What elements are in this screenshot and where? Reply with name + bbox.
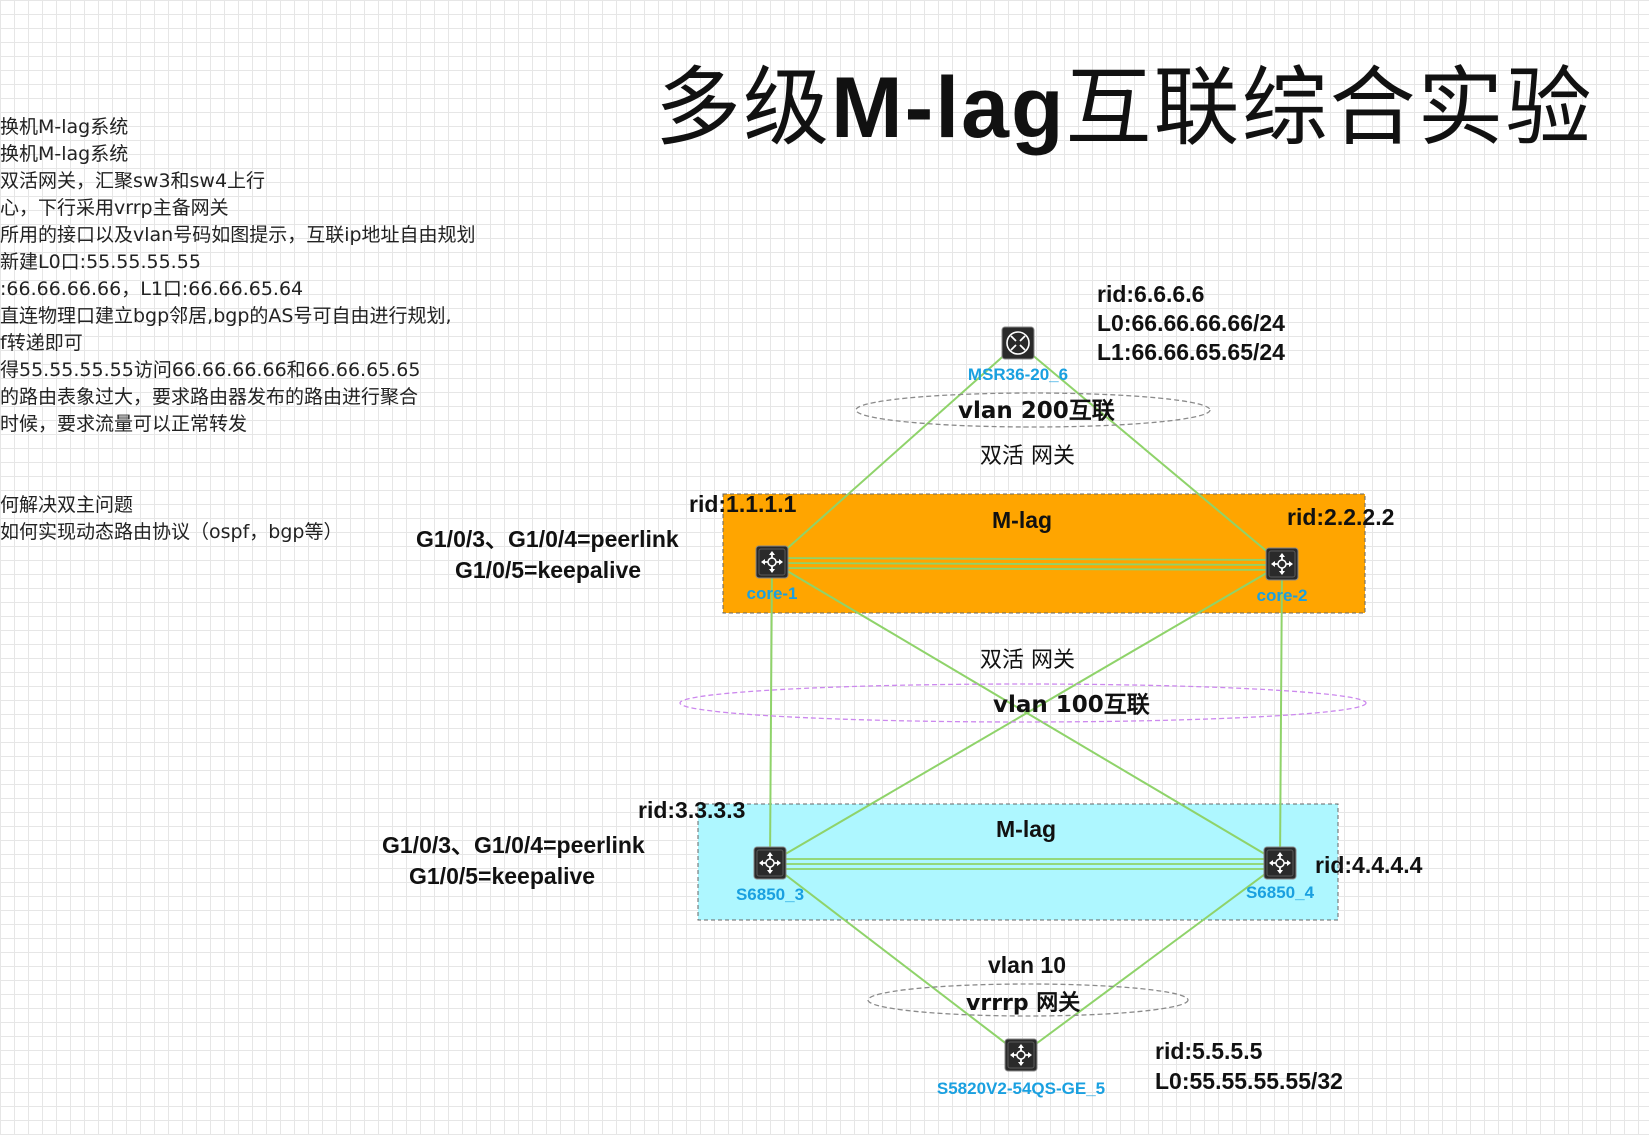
link-s4-s5 bbox=[1020, 862, 1281, 1056]
dual-gateway-top: 双活 网关 bbox=[980, 444, 1075, 469]
s5-rid: rid:5.5.5.5 bbox=[1155, 1038, 1263, 1064]
core2-rid: rid:2.2.2.2 bbox=[1287, 504, 1394, 530]
note-line: 何解决双主问题 bbox=[0, 494, 134, 516]
note-line: 直连物理口建立bgp邻居,bgp的AS号可自由进行规划, bbox=[0, 305, 452, 327]
vlan200-ellipse bbox=[855, 392, 1211, 428]
vlan10-label: vlan 10 bbox=[988, 952, 1066, 978]
note-line: 换机M-lag系统 bbox=[0, 143, 129, 165]
note-line: 如何实现动态路由协议（ospf，bgp等） bbox=[0, 521, 343, 543]
switch-icon[interactable] bbox=[753, 846, 787, 880]
note-line: 的路由表象过大，要求路由器发布的路由进行聚合 bbox=[0, 386, 419, 408]
switch-icon[interactable] bbox=[1263, 846, 1297, 880]
switch-icon[interactable] bbox=[1004, 1038, 1038, 1072]
note-line: 所用的接口以及vlan号码如图提示，互联ip地址自由规划 bbox=[0, 224, 476, 246]
peerlink-core bbox=[771, 557, 1283, 561]
vlan100-label: vlan 100互联 bbox=[993, 692, 1150, 718]
device-label-core1: core-1 bbox=[746, 584, 797, 603]
vrrp-gateway-label: vrrrp 网关 bbox=[966, 991, 1080, 1016]
page-title: 多级M-lag互联综合实验 bbox=[655, 58, 1594, 158]
router-icon[interactable] bbox=[1001, 326, 1035, 360]
vlan200-label: vlan 200互联 bbox=[958, 398, 1115, 424]
device-label-s3: S6850_3 bbox=[736, 885, 804, 904]
note-line: 新建L0口:55.55.55.55 bbox=[0, 251, 201, 273]
core-peerlink: G1/0/3、G1/0/4=peerlink bbox=[416, 526, 679, 552]
vlan10-ellipse bbox=[867, 983, 1189, 1017]
link-msr-core2 bbox=[1017, 342, 1283, 565]
note-line: 双活网关，汇聚sw3和sw4上行 bbox=[0, 170, 266, 192]
core-keepalive: G1/0/5=keepalive bbox=[455, 557, 641, 583]
note-line: 换机M-lag系统 bbox=[0, 116, 129, 138]
switch-icon[interactable] bbox=[755, 545, 789, 579]
peerlink-core-line bbox=[771, 567, 1283, 571]
note-line: f转递即可 bbox=[0, 332, 83, 354]
link-core2-s3 bbox=[769, 563, 1283, 864]
note-line: 心，下行采用vrrp主备网关 bbox=[0, 197, 229, 219]
vlan100-ellipse bbox=[679, 683, 1367, 723]
peerlink-core-line bbox=[771, 562, 1283, 566]
s4-rid: rid:4.4.4.4 bbox=[1315, 852, 1423, 878]
s5-l0: L0:55.55.55.55/32 bbox=[1155, 1068, 1343, 1094]
switch-icon[interactable] bbox=[1265, 547, 1299, 581]
requirements-notes: 换机M-lag系统 换机M-lag系统 双活网关，汇聚sw3和sw4上行 心，下… bbox=[0, 114, 540, 546]
note-line: :66.66.66.66，L1口:66.66.65.64 bbox=[0, 278, 304, 300]
s3-rid: rid:3.3.3.3 bbox=[638, 797, 745, 823]
core1-rid: rid:1.1.1.1 bbox=[689, 491, 797, 517]
link-s3-s5 bbox=[769, 862, 1022, 1056]
mlag-agg-label: M-lag bbox=[996, 816, 1056, 842]
link-msr-core1 bbox=[771, 342, 1019, 563]
dual-gateway-mid: 双活 网关 bbox=[980, 648, 1075, 673]
device-label-s4: S6850_4 bbox=[1246, 883, 1315, 902]
msr-l0: L0:66.66.66.66/24 bbox=[1097, 310, 1285, 336]
mlag-core-group bbox=[722, 493, 1366, 614]
msr-rid: rid:6.6.6.6 bbox=[1097, 281, 1204, 307]
device-label-s5: S5820V2-54QS-GE_5 bbox=[937, 1079, 1105, 1098]
mlag-core-label: M-lag bbox=[992, 507, 1052, 533]
msr-l1: L1:66.66.65.65/24 bbox=[1097, 339, 1285, 365]
device-label-core2: core-2 bbox=[1256, 586, 1307, 605]
note-line: 得55.55.55.55访问66.66.66.66和66.66.65.65 bbox=[0, 359, 421, 381]
link-core1-s3 bbox=[769, 561, 773, 864]
link-core2-s4 bbox=[1279, 563, 1283, 864]
device-label-msr: MSR36-20_6 bbox=[968, 365, 1068, 384]
agg-keepalive: G1/0/5=keepalive bbox=[409, 863, 595, 889]
mlag-agg-group bbox=[697, 803, 1339, 921]
note-line: 时候，要求流量可以正常转发 bbox=[0, 413, 248, 435]
agg-peerlink: G1/0/3、G1/0/4=peerlink bbox=[382, 832, 645, 858]
